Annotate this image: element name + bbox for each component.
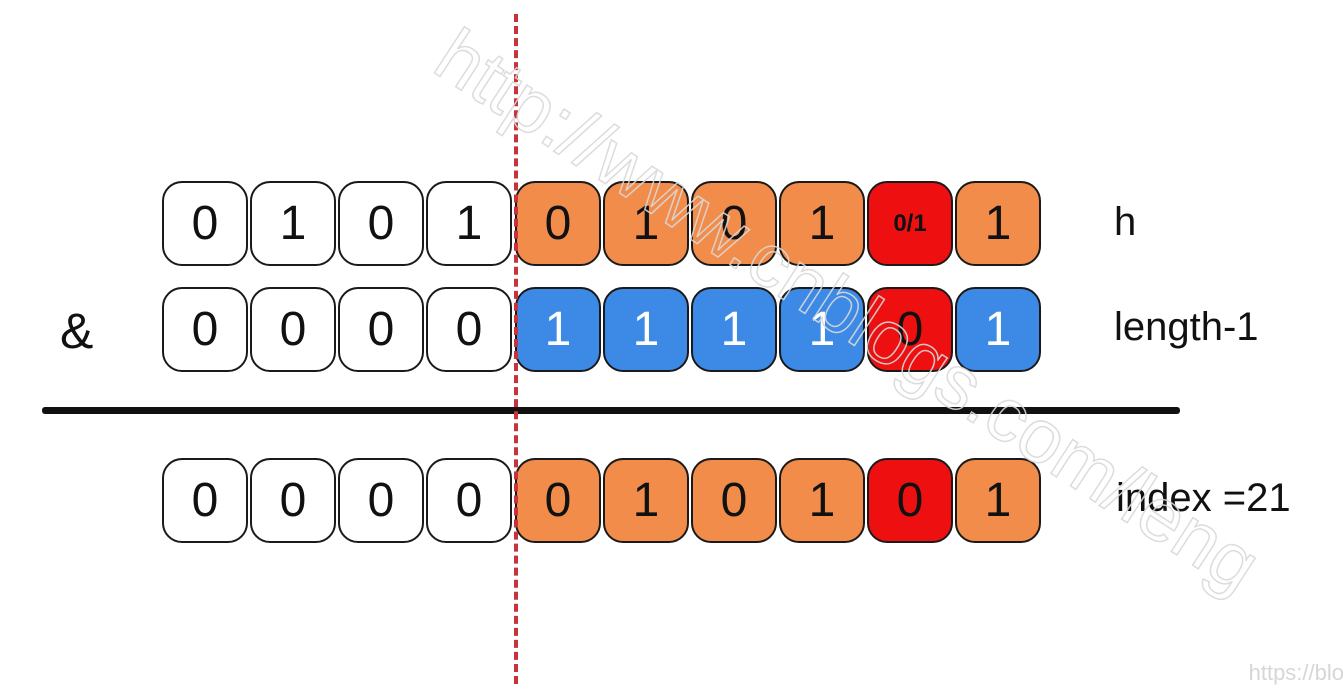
bit-cell: 0 bbox=[162, 287, 248, 372]
bit-cell: 0 bbox=[162, 458, 248, 543]
bit-cell: 0 bbox=[691, 181, 777, 266]
bit-cell: 0 bbox=[426, 458, 512, 543]
bit-cell: 1 bbox=[779, 458, 865, 543]
bit-cell: 1 bbox=[603, 287, 689, 372]
bit-cell: 1 bbox=[603, 458, 689, 543]
bit-cell: 0 bbox=[426, 287, 512, 372]
bit-cell: 1 bbox=[691, 287, 777, 372]
bit-cell: 1 bbox=[603, 181, 689, 266]
bit-cell: 0 bbox=[338, 458, 424, 543]
bit-cell: 1 bbox=[955, 458, 1041, 543]
bit-cell: 0 bbox=[867, 458, 953, 543]
bit-cell: 0 bbox=[338, 287, 424, 372]
bit-cell: 1 bbox=[426, 181, 512, 266]
bit-cell: 0 bbox=[867, 287, 953, 372]
bit-cell: 0 bbox=[515, 458, 601, 543]
bit-cell: 1 bbox=[515, 287, 601, 372]
bit-cell: 1 bbox=[955, 181, 1041, 266]
bit-cell: 1 bbox=[779, 181, 865, 266]
result-separator-line bbox=[42, 407, 1180, 414]
and-operator: & bbox=[60, 303, 94, 359]
bit-cell: 0 bbox=[691, 458, 777, 543]
bit-cell: 0 bbox=[250, 287, 336, 372]
bit-cell: 1 bbox=[779, 287, 865, 372]
high-low-bits-divider bbox=[514, 14, 518, 684]
label-index: index =21 bbox=[1116, 476, 1291, 520]
bit-cell: 0 bbox=[515, 181, 601, 266]
footer-watermark: https://blo bbox=[1248, 660, 1344, 685]
bit-cell: 1 bbox=[250, 181, 336, 266]
bit-cell: 0 bbox=[250, 458, 336, 543]
bit-cell: 0 bbox=[338, 181, 424, 266]
bit-cell: 1 bbox=[955, 287, 1041, 372]
label-length-minus-1: length-1 bbox=[1114, 305, 1259, 349]
label-h: h bbox=[1114, 200, 1137, 244]
bit-cell: 0/1 bbox=[867, 181, 953, 266]
bit-cell: 0 bbox=[162, 181, 248, 266]
